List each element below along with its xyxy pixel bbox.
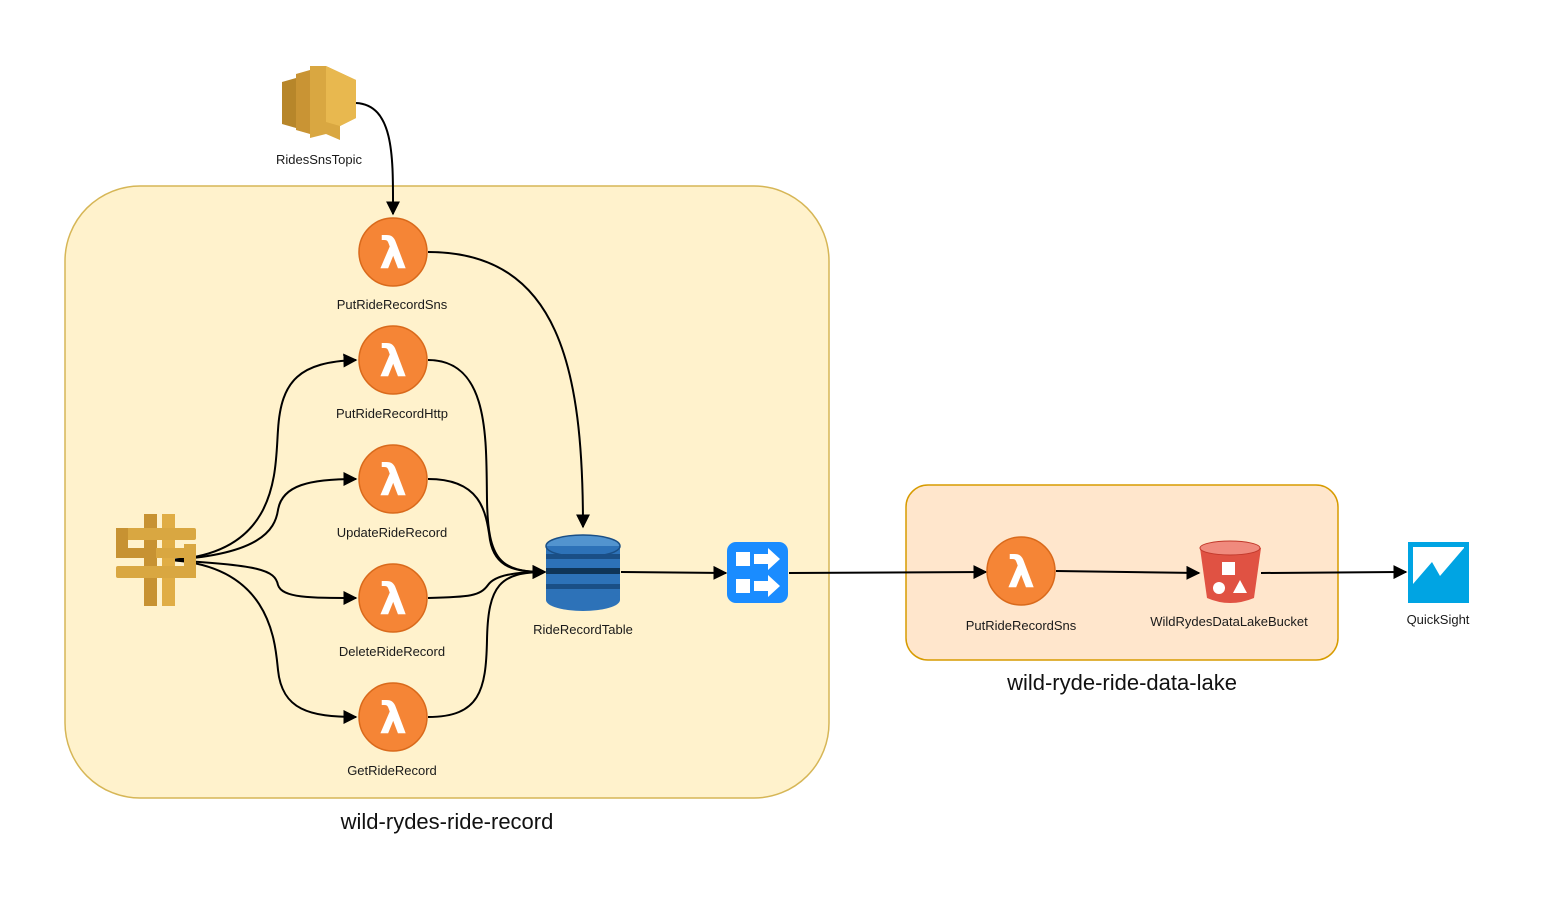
edge-api-to-get	[167, 559, 358, 724]
edge-sns-to-put-sns	[355, 102, 401, 216]
ride-record-table-label: RideRecordTable	[533, 622, 633, 637]
ride-record-table-node[interactable]: RideRecordTable	[533, 534, 633, 637]
edge-get-to-table	[427, 565, 547, 718]
group-label-ride-record: wild-rydes-ride-record	[340, 809, 554, 834]
lambda-icon	[358, 682, 428, 752]
put-ride-record-sns-node[interactable]: PutRideRecordSns	[337, 217, 448, 312]
api-gateway-icon	[116, 514, 196, 606]
update-ride-record-label: UpdateRideRecord	[337, 525, 448, 540]
get-ride-record-label: GetRideRecord	[347, 763, 437, 778]
edge-lake-lambda-to-bucket	[1055, 565, 1201, 580]
event-bridge-icon	[727, 542, 788, 603]
lambda-icon	[358, 563, 428, 633]
edge-table-to-event-bridge	[620, 565, 728, 580]
edge-event-bridge-to-lake-lambda	[788, 565, 988, 580]
delete-ride-record-label: DeleteRideRecord	[339, 644, 445, 659]
group-label-data-lake: wild-ryde-ride-data-lake	[1006, 670, 1237, 695]
event-bridge-node[interactable]	[727, 542, 788, 603]
edge-put-sns-to-table	[427, 251, 590, 529]
api-gateway-node[interactable]	[116, 514, 196, 606]
put-ride-record-http-node[interactable]: PutRideRecordHttp	[336, 325, 448, 421]
quicksight-label: QuickSight	[1407, 612, 1470, 627]
edge-bucket-to-quicksight	[1260, 565, 1408, 580]
lake-put-ride-record-sns-label: PutRideRecordSns	[966, 618, 1077, 633]
sns-topic-label: RidesSnsTopic	[276, 152, 362, 167]
sns-topic-node[interactable]: RidesSnsTopic	[276, 66, 362, 167]
get-ride-record-node[interactable]: GetRideRecord	[347, 682, 437, 778]
s3-bucket-icon	[1199, 540, 1261, 603]
sns-topic-icon	[282, 66, 356, 140]
edge-api-to-update	[167, 472, 358, 561]
quicksight-icon	[1408, 542, 1469, 603]
edge-api-to-delete	[167, 559, 358, 605]
put-ride-record-sns-label: PutRideRecordSns	[337, 297, 448, 312]
dynamodb-icon	[545, 534, 621, 611]
data-lake-bucket-label: WildRydesDataLakeBucket	[1150, 614, 1308, 629]
lambda-icon	[986, 536, 1056, 606]
edge-update-to-table	[427, 478, 547, 579]
lake-put-ride-record-sns-node[interactable]: PutRideRecordSns	[966, 536, 1077, 633]
data-lake-bucket-node[interactable]: WildRydesDataLakeBucket	[1150, 540, 1308, 629]
delete-ride-record-node[interactable]: DeleteRideRecord	[339, 563, 445, 659]
update-ride-record-node[interactable]: UpdateRideRecord	[337, 444, 448, 540]
lambda-icon	[358, 217, 428, 287]
group-ride-record	[64, 185, 830, 799]
edge-delete-to-table	[427, 565, 547, 599]
lambda-icon	[358, 325, 428, 395]
put-ride-record-http-label: PutRideRecordHttp	[336, 406, 448, 421]
quicksight-node[interactable]: QuickSight	[1407, 542, 1470, 627]
lambda-icon	[358, 444, 428, 514]
edge-api-to-put-http	[167, 353, 358, 561]
